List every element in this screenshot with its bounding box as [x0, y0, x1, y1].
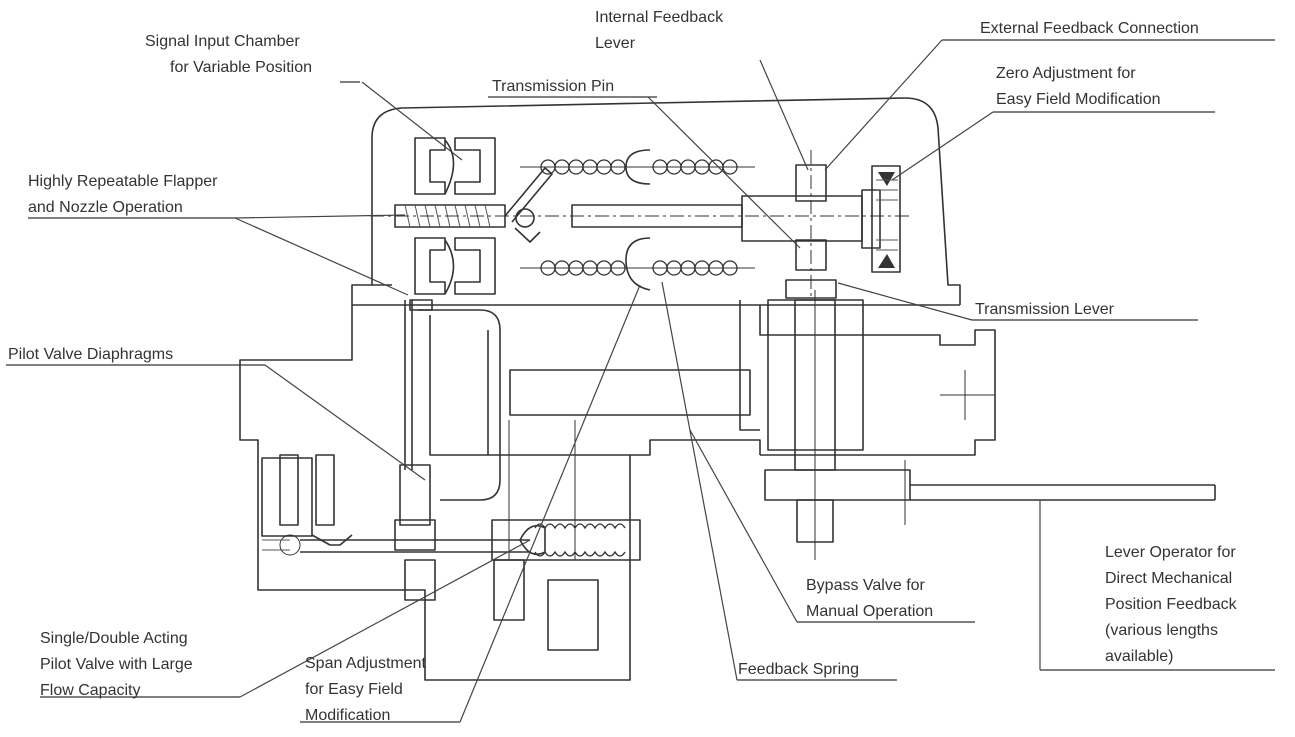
callout-leaders [6, 39, 1275, 723]
callout-line: Easy Field Modification [996, 91, 1161, 108]
callout-feedback-spring: Feedback Spring [738, 661, 859, 678]
callout-line: for Variable Position [170, 59, 312, 76]
callout-line: Single/Double Acting [40, 630, 188, 647]
callout-line: Internal Feedback [595, 9, 724, 26]
callout-internal-feedback-lever: Internal Feedback Lever [595, 9, 728, 52]
callout-line: Pilot Valve with Large [40, 656, 193, 673]
callout-line: Lever Operator for [1105, 544, 1236, 561]
callout-signal-input-chamber: Signal Input Chamber for Variable Positi… [145, 33, 312, 76]
pilot-valve [261, 299, 641, 651]
callout-line: available) [1105, 648, 1173, 665]
callout-line: and Nozzle Operation [28, 199, 183, 216]
feedback-spring [520, 149, 755, 291]
callout-pilot-valve-diaphragms: Pilot Valve Diaphragms [8, 346, 173, 363]
callout-line: Flow Capacity [40, 682, 140, 699]
callout-bypass-valve: Bypass Valve for Manual Operation [806, 577, 933, 620]
callout-external-feedback-connection: External Feedback Connection [980, 20, 1199, 37]
callout-line: Span Adjustment [305, 655, 427, 672]
callout-flapper-nozzle: Highly Repeatable Flapper and Nozzle Ope… [28, 173, 222, 216]
callout-lever-operator: Lever Operator for Direct Mechanical Pos… [1105, 544, 1241, 665]
callout-transmission-pin: Transmission Pin [492, 78, 614, 95]
callout-transmission-lever: Transmission Lever [975, 301, 1115, 318]
callout-line: Manual Operation [806, 603, 933, 620]
callout-single-double-pilot: Single/Double Acting Pilot Valve with La… [40, 630, 197, 699]
callout-line: Bypass Valve for [806, 577, 926, 594]
callout-line: Modification [305, 707, 390, 724]
callout-line: for Easy Field [305, 681, 403, 698]
callout-line: Zero Adjustment for [996, 65, 1136, 82]
callout-line: Highly Repeatable Flapper [28, 173, 218, 190]
callout-line: (various lengths [1105, 622, 1218, 639]
callout-line: Direct Mechanical [1105, 570, 1232, 587]
callout-line: Position Feedback [1105, 596, 1238, 613]
transmission-lever-assembly [741, 150, 1216, 543]
callout-line: Transmission Pin [492, 78, 614, 95]
callout-span-adjustment: Span Adjustment for Easy Field Modificat… [305, 655, 430, 724]
callout-zero-adjustment: Zero Adjustment for Easy Field Modificat… [996, 65, 1161, 108]
callout-line: Transmission Lever [975, 301, 1115, 318]
callout-line: Signal Input Chamber [145, 33, 300, 50]
callout-line: External Feedback Connection [980, 20, 1199, 37]
callout-line: Feedback Spring [738, 661, 859, 678]
callout-line: Lever [595, 35, 636, 52]
signal-input-chamber [414, 137, 496, 295]
positioner-housing [239, 97, 996, 681]
callout-line: Pilot Valve Diaphragms [8, 346, 173, 363]
flapper-nozzle-assembly [370, 167, 910, 243]
